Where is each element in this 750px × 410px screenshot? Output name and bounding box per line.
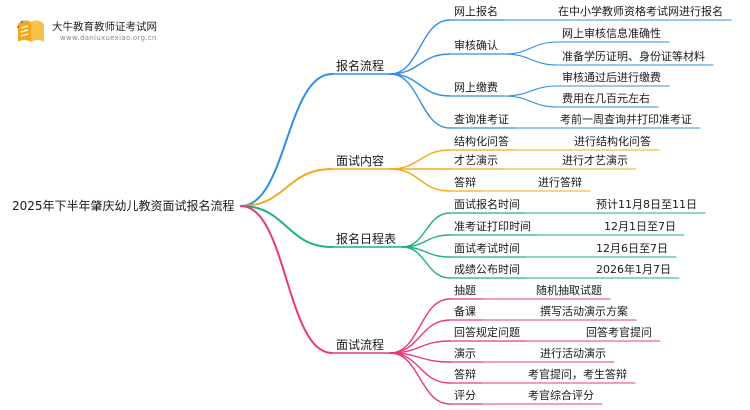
item-0-1-to-detail-0-line	[503, 41, 559, 55]
branch-3-to-item-5-line	[389, 352, 451, 405]
branch-1-to-item-0-line	[389, 149, 451, 170]
root-to-branch-1-line	[240, 168, 333, 207]
detail-defense: 进行答辩	[538, 176, 582, 189]
item-online-registration: 网上报名	[454, 5, 498, 18]
branch-3-to-item-0-line	[389, 298, 451, 354]
root-to-branch-3-line	[240, 205, 333, 354]
item-0-2-to-detail-0-line	[503, 85, 559, 97]
detail-online-registration: 在中小学教师资格考试网进行报名	[558, 5, 723, 18]
root-to-branch-0-line	[240, 73, 333, 207]
item-review-confirm: 审核确认	[454, 39, 498, 52]
branch-2-to-item-3-line	[401, 246, 451, 279]
item-admission-ticket: 查询准考证	[454, 113, 509, 126]
detail-review-online: 网上审核信息准确性	[562, 27, 661, 40]
site-url: www.daniuxuexiao.org.cn	[60, 34, 157, 42]
item-structured-qa: 结构化问答	[454, 135, 509, 148]
branch-interview-content: 面试内容	[336, 154, 385, 168]
item-exam-time: 面试考试时间	[454, 242, 520, 255]
item-defense: 答辩	[454, 176, 476, 189]
branch-schedule: 报名日程表	[336, 232, 397, 246]
detail-structured-qa: 进行结构化问答	[574, 135, 651, 148]
detail-talent-show: 进行才艺演示	[562, 154, 628, 167]
detail-demonstration: 进行活动演示	[540, 347, 606, 360]
branch-0-to-item-1-line	[389, 53, 451, 75]
detail-lesson-prep: 撰写活动演示方案	[540, 305, 628, 318]
detail-defense-2: 考官提问，考生答辩	[528, 368, 627, 381]
item-0-1-to-detail-1-line	[503, 53, 559, 66]
item-scoring: 评分	[454, 389, 476, 402]
item-0-2-to-detail-1-line	[503, 95, 559, 108]
detail-fee-amount: 费用在几百元左右	[562, 92, 650, 105]
detail-exam-time: 12月6日至7日	[596, 242, 668, 255]
root-topic: 2025年下半年肇庆幼儿教资面试报名流程	[12, 199, 235, 213]
item-draw-question: 抽题	[454, 284, 476, 297]
detail-prepare-materials: 准备学历证明、身份证等材料	[562, 50, 705, 63]
item-talent-show: 才艺演示	[454, 154, 498, 167]
branch-interview-process: 面试流程	[336, 338, 385, 352]
detail-pay-after-review: 审核通过后进行缴费	[562, 71, 661, 84]
site-name: 大牛教育教师证考试网	[52, 21, 157, 33]
branch-0-to-item-3-line	[389, 73, 451, 129]
item-lesson-prep: 备课	[454, 305, 476, 318]
item-ticket-print-time: 准考证打印时间	[454, 220, 531, 233]
site-logo-icon	[17, 20, 44, 42]
detail-print-ticket: 考前一周查询并打印准考证	[560, 113, 692, 126]
detail-draw-question: 随机抽取试题	[536, 284, 602, 297]
item-demonstration: 演示	[454, 347, 476, 360]
detail-scoring: 考官综合评分	[528, 389, 594, 402]
detail-answer-questions: 回答考官提问	[586, 326, 652, 339]
item-result-time: 成绩公布时间	[454, 263, 520, 276]
item-answer-questions: 回答规定问题	[454, 326, 520, 339]
branch-registration-process: 报名流程	[336, 59, 385, 73]
item-online-payment: 网上缴费	[454, 81, 498, 94]
item-defense-2: 答辩	[454, 368, 476, 381]
branch-0-to-item-2-line	[389, 73, 451, 97]
branch-2-to-item-0-line	[401, 212, 451, 248]
detail-registration-time: 预计11月8日至11日	[596, 198, 697, 211]
detail-ticket-print-time: 12月1日至7日	[604, 220, 676, 233]
branch-0-to-item-0-line	[389, 19, 451, 75]
root-to-branch-2-line	[240, 205, 333, 248]
branch-1-to-item-2-line	[389, 168, 451, 192]
item-registration-time: 面试报名时间	[454, 198, 520, 211]
detail-result-time: 2026年1月7日	[596, 263, 671, 276]
